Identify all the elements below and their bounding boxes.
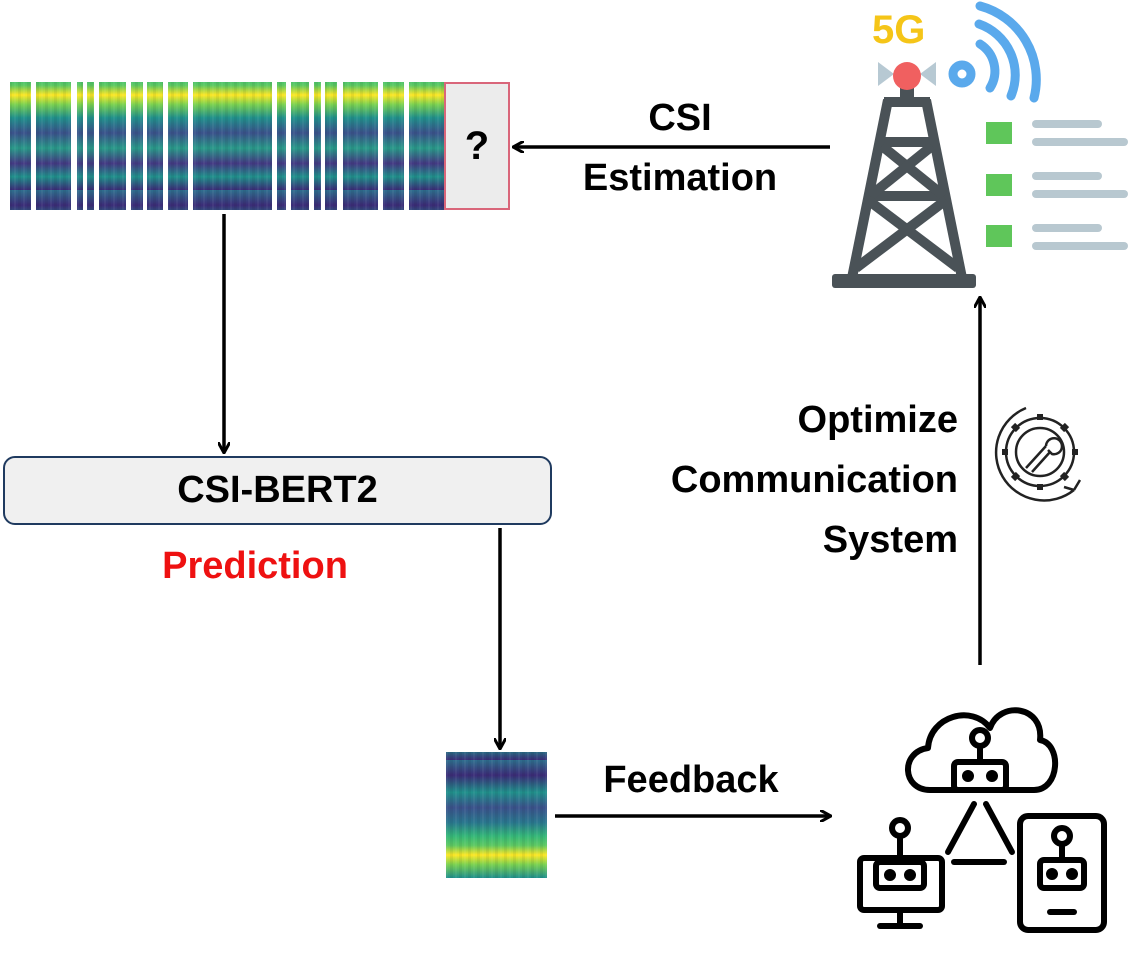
optimize-line-2: Communication [670, 459, 958, 501]
csi-heatmap-with-gaps [10, 82, 444, 210]
feedback-text: Feedback [603, 759, 779, 801]
optimize-line-3: System [822, 519, 958, 561]
missing-csi-marker: ? [464, 123, 490, 168]
csi-estimation-line-1: CSI [648, 97, 712, 139]
status-list-icon [986, 120, 1128, 250]
prediction-label: Prediction [100, 536, 410, 596]
prediction-text: Prediction [162, 545, 348, 587]
wifi-signal-icon [948, 1, 1041, 103]
cloud-robot-network-icon [857, 707, 1107, 933]
predicted-csi-heatmap [446, 752, 547, 878]
model-label: CSI-BERT2 [177, 469, 378, 511]
csi-bert2-block: CSI-BERT2 [3, 456, 552, 525]
optimize-label: Optimize Communication System [580, 390, 958, 570]
csi-estimation-label: CSI Estimation [540, 88, 820, 208]
settings-gear-wrench-icon [994, 406, 1082, 502]
missing-csi-box: ? [444, 82, 510, 210]
cell-tower-icon [832, 62, 976, 288]
feedback-label: Feedback [566, 750, 816, 810]
optimize-line-1: Optimize [797, 399, 958, 441]
csi-estimation-line-2: Estimation [582, 157, 778, 199]
5g-badge: 5G [872, 8, 925, 52]
